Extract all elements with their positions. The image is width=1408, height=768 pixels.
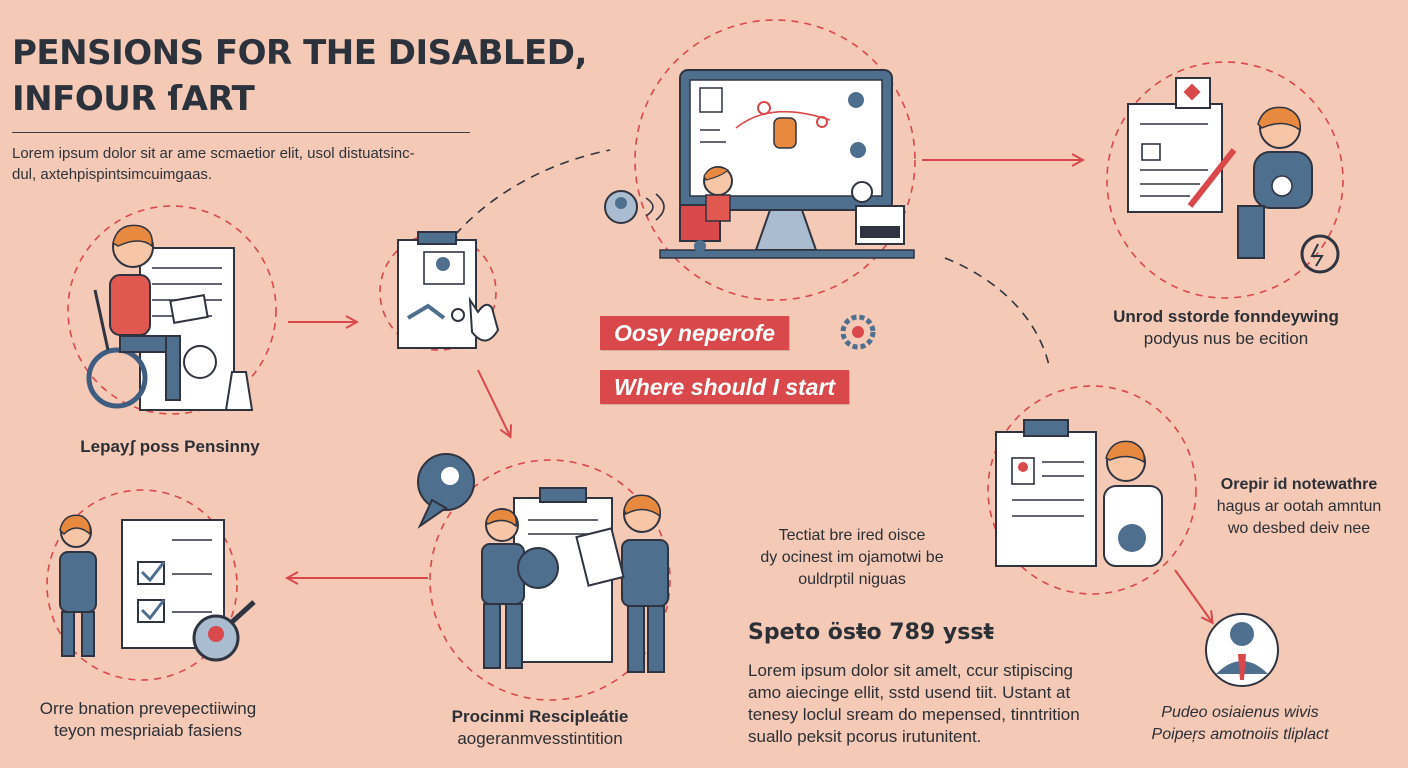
page-title: PENSIONS FOR THE DISABLED, INFOUR ſART <box>12 30 587 122</box>
bottom-left-line-2: teyon mespriaiab fasiens <box>53 721 243 740</box>
label-wheelchair-step: Lepayʃ poss Pensinny <box>80 437 260 456</box>
intro-line-1: Lorem ipsum dolor sit ar ame scmaetior e… <box>12 145 415 162</box>
middle-note-line-3: ouldrptil niguas <box>798 571 906 588</box>
spec-body: Lorem ipsum dolor sit amelt, ccur stipis… <box>748 660 1108 748</box>
arrow-clipboard-down <box>477 369 510 436</box>
tag-primary: Oosy neperofe <box>600 316 790 350</box>
spec-line-4: suallo peksit pcorus irutunitent. <box>748 727 982 746</box>
middle-note-line-1: Tectiat bre ired oisce <box>778 527 926 544</box>
title-line-2: INFOUR ſART <box>12 79 255 119</box>
center-bottom-line-1: Procinmi Rescipleátie <box>451 707 629 726</box>
label-top-right-step: Unrod sstorde fonndeywing podyus nus be … <box>1100 306 1352 350</box>
right-line-2: hagus ar ootah amntun <box>1216 498 1382 515</box>
dashed-circle-right <box>987 385 1197 595</box>
two-people-clipboard-illustration <box>417 453 669 673</box>
bottom-right-line-1: Pudeo osiaienus wivis <box>1161 704 1319 721</box>
spec-line-2: amo aiecinge ellit, sstd usend tiit. Ust… <box>748 683 1071 702</box>
bottom-right-line-2: Poipeŗs amotnoiis tliplact <box>1151 726 1329 743</box>
clipboard-presenter-illustration <box>995 419 1163 567</box>
monitor-scene-illustration <box>604 69 915 259</box>
form-signing-illustration <box>1127 77 1340 274</box>
dashed-circle-top-right <box>1106 61 1344 299</box>
dashed-circle-wheelchair <box>67 205 277 415</box>
top-right-line-1: Unrod sstorde fonndeywing <box>1113 307 1339 326</box>
spec-heading: Speto ösŧo 789 yssŧ <box>748 620 994 645</box>
dashed-circle-clipboard <box>379 233 497 351</box>
intro-text: Lorem ipsum dolor sit ar ame scmaetior e… <box>12 143 482 185</box>
checklist-woman-illustration <box>59 514 256 662</box>
label-bottom-left-step: Orre bnation prevepectiiwing teyon mespr… <box>10 698 286 742</box>
arrow-right-to-figure <box>1174 569 1212 622</box>
center-bottom-line-2: aogeranmvesstintition <box>457 729 623 748</box>
tag-start: Where should I start <box>600 370 850 404</box>
clipboard-hand-illustration <box>397 231 500 349</box>
title-divider <box>12 132 470 133</box>
title-line-1: PENSIONS FOR THE DISABLED, <box>12 33 587 73</box>
dashed-circle-bottom-left <box>46 489 238 681</box>
spec-line-1: Lorem ipsum dolor sit amelt, ccur stipis… <box>748 661 1074 680</box>
label-middle-note: Tectiat bre ired oisce dy ocinest im oja… <box>742 525 962 591</box>
label-bottom-right-step: Pudeo osiaienus wivis Poipeŗs amotnoiis … <box>1120 702 1360 746</box>
dashed-circle-bottom-center <box>429 459 671 701</box>
label-right-step: Orepir id notewathre hagus ar ootah amnt… <box>1196 474 1402 540</box>
connector-clipboard-monitor <box>454 149 611 236</box>
right-line-1: Orepir id notewathre <box>1220 476 1378 493</box>
gear-icon <box>840 314 876 350</box>
person-badge-illustration <box>1205 613 1279 687</box>
bottom-left-line-1: Orre bnation prevepectiiwing <box>39 699 257 718</box>
connector-monitor-right <box>944 257 1051 371</box>
wheelchair-user-illustration <box>86 224 254 411</box>
right-line-3: wo desbed deiv nee <box>1227 520 1371 537</box>
dashed-circle-monitor <box>634 19 916 301</box>
top-right-line-2: podyus nus be ecition <box>1143 329 1309 348</box>
label-center-bottom-step: Procinmi Rescipleátie aogeranmvesstintit… <box>410 706 670 750</box>
spec-line-3: tenesy loclul sream do mepensed, tinntri… <box>748 705 1080 724</box>
middle-note-line-2: dy ocinest im ojamotwi be <box>760 549 944 566</box>
intro-line-2: dul, axtehpispintsimcuimgaas. <box>12 166 213 183</box>
